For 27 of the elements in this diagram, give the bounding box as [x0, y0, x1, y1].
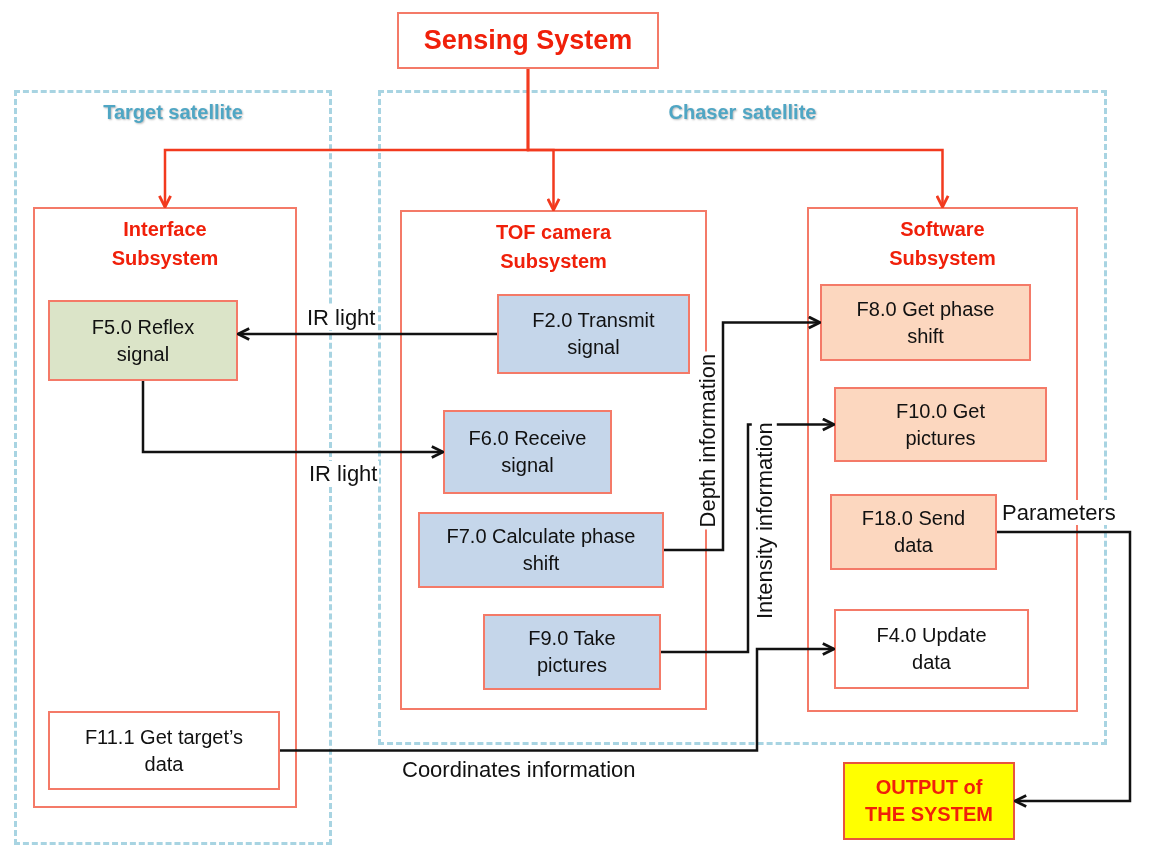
arrow: [280, 642, 836, 752]
arrow: [664, 315, 822, 552]
subsystem-heading: Software Subsystem: [888, 217, 997, 271]
subsystem-box: [33, 207, 297, 808]
function-box: F9.0 Take pictures: [483, 614, 661, 690]
function-box: F8.0 Get phase shift: [820, 284, 1031, 361]
function-box: F10.0 Get pictures: [834, 387, 1047, 462]
subsystem-heading: Interface Subsystem: [110, 217, 220, 271]
function-box: F7.0 Calculate phase shift: [418, 512, 664, 588]
arrow: [526, 69, 950, 209]
subsystem-heading: TOF camera Subsystem: [494, 220, 613, 274]
arrow: [661, 417, 836, 654]
arrow: [236, 327, 497, 341]
system-title-box: Sensing System: [397, 12, 659, 69]
satellite-group: [14, 90, 332, 845]
function-box: F5.0 Reflex signal: [48, 300, 238, 381]
function-box: F11.1 Get target’s data: [48, 711, 280, 790]
function-box: F2.0 Transmit signal: [497, 294, 690, 374]
edge-label: Parameters: [1000, 500, 1118, 526]
arrow: [997, 530, 1132, 808]
arrow: [141, 381, 445, 459]
function-box: F6.0 Receive signal: [443, 410, 612, 494]
group-heading: Target satellite: [102, 101, 244, 124]
function-box: F18.0 Send data: [830, 494, 997, 570]
function-box: F4.0 Update data: [834, 609, 1029, 689]
group-heading: Chaser satellite: [667, 101, 818, 124]
output-box: OUTPUT of THE SYSTEM: [843, 762, 1015, 840]
